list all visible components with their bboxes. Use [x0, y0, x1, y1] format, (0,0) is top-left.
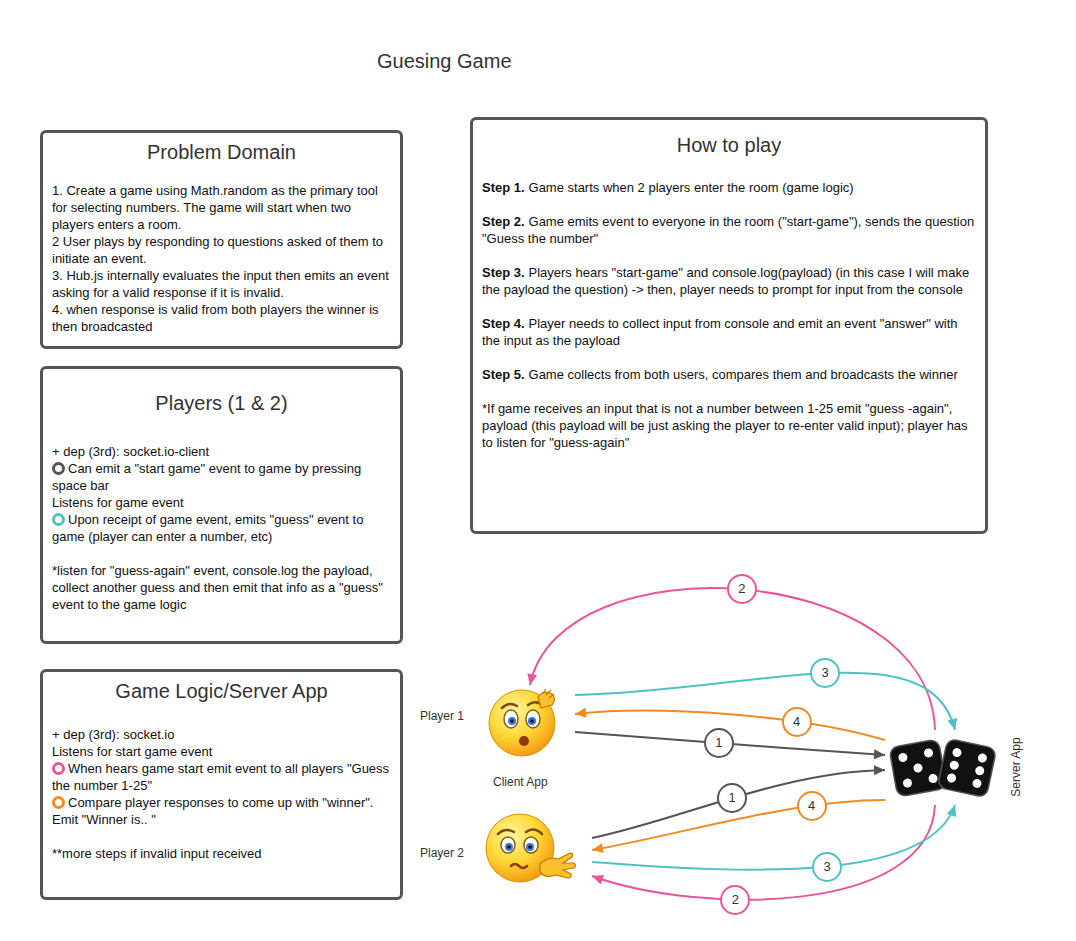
box-heading: How to play — [677, 134, 782, 156]
text-paragraph: 4. when response is valid from both play… — [52, 301, 391, 335]
text-box: Problem Domain 1. Create a game using Mat… — [40, 130, 403, 349]
step-label: Step 3. — [482, 265, 525, 280]
player-label: Player 1 — [420, 709, 464, 723]
body-text: 2 User plays by responding to questions … — [52, 234, 383, 266]
body-text: Compare player responses to come up with… — [52, 795, 373, 827]
step-label: Step 1. — [482, 180, 525, 195]
text-paragraph: + dep (3rd): socket.io-client — [52, 443, 391, 460]
connector — [592, 770, 885, 838]
text-paragraph: When hears game start emit event to all … — [52, 760, 391, 794]
body-text: When hears game start emit event to all … — [52, 761, 389, 793]
free-label: Client App — [493, 775, 548, 789]
text-paragraph: Step 2.Game emits event to everyone in t… — [482, 213, 976, 247]
callout-number: 2 — [720, 885, 750, 915]
arrowhead — [874, 765, 885, 775]
body-text: + dep (3rd): socket.io — [52, 727, 174, 742]
body-text: Upon receipt of game event, emits "guess… — [52, 512, 363, 544]
box-heading-row: Problem Domain — [52, 141, 391, 164]
text-box: Game Logic/Server App + dep (3rd): socket… — [40, 669, 403, 900]
callout-number: 2 — [727, 574, 757, 604]
text-paragraph: Step 5. Game collects from both users, co… — [482, 366, 976, 383]
body-text: Game collects from both users, compares … — [529, 367, 958, 382]
body-text: Can emit a "start game" event to game by… — [52, 461, 361, 493]
text-paragraph: + dep (3rd): socket.io — [52, 726, 391, 743]
player-emoji — [484, 810, 584, 885]
text-paragraph: *If game receives an input that is not a… — [482, 400, 976, 451]
text-paragraph: Step 3.Players hears "start-game" and co… — [482, 264, 976, 298]
box-heading-row: Game Logic/Server App — [52, 680, 391, 703]
server-node: Server App — [885, 730, 1030, 805]
text-box: How to playStep 1. Game starts when 2 pla… — [470, 117, 988, 534]
text-paragraph: Can emit a "start game" event to game by… — [52, 460, 391, 494]
body-text: 3. Hub.js internally evaluates the input… — [52, 268, 389, 300]
bullet-ring — [52, 513, 65, 526]
bullet-ring — [52, 462, 65, 475]
arrowhead — [947, 805, 956, 817]
body-text: 1. Create a game using Math.random as th… — [52, 183, 378, 232]
callout-number: 3 — [812, 852, 842, 882]
callout-number: 3 — [810, 658, 840, 688]
player-label: Player 2 — [420, 846, 464, 860]
body-text: + dep (3rd): socket.io-client — [52, 444, 209, 459]
callout-number: 1 — [717, 783, 747, 813]
connector — [575, 673, 955, 730]
arrowhead — [874, 749, 885, 759]
text-paragraph: 1. Create a game using Math.random as th… — [52, 182, 391, 233]
arrowhead — [575, 708, 586, 718]
bullet-ring — [52, 796, 65, 809]
text-box: Players (1 & 2) + dep (3rd): socket.io-cl… — [40, 366, 403, 644]
arrowhead — [592, 843, 604, 853]
body-text: **more steps if invalid input received — [52, 846, 262, 861]
arrowhead — [527, 673, 537, 685]
text-paragraph: Step 4.Player needs to collect input fro… — [482, 315, 976, 349]
text-paragraph: Upon receipt of game event, emits "guess… — [52, 511, 391, 545]
body-text: 4. when response is valid from both play… — [52, 302, 379, 334]
arrowhead — [947, 718, 957, 730]
text-paragraph: Listens for start game event — [52, 743, 391, 760]
callout-number: 4 — [797, 791, 827, 821]
dice-icon — [885, 730, 1000, 805]
body-text: Game emits event to everyone in the room… — [482, 214, 974, 246]
text-paragraph: Compare player responses to come up with… — [52, 794, 391, 828]
box-heading-row: Players (1 & 2) — [52, 392, 391, 415]
body-text: *If game receives an input that is not a… — [482, 401, 968, 450]
player-node: Player 1 — [418, 685, 575, 760]
step-label: Step 5. — [482, 367, 525, 382]
text-paragraph: 3. Hub.js internally evaluates the input… — [52, 267, 391, 301]
connector — [592, 805, 955, 870]
box-heading: Players (1 & 2) — [155, 392, 287, 414]
callout-number: 4 — [782, 707, 812, 737]
text-paragraph: 2 User plays by responding to questions … — [52, 233, 391, 267]
body-text: Player needs to collect input from conso… — [482, 316, 958, 348]
player-emoji — [484, 685, 564, 760]
text-paragraph: **more steps if invalid input received — [52, 845, 391, 862]
box-heading: Problem Domain — [147, 141, 296, 163]
player-node: Player 2 — [418, 810, 592, 885]
bullet-ring — [52, 762, 65, 775]
text-paragraph: Listens for game event — [52, 494, 391, 511]
arrowhead — [592, 875, 604, 884]
connector — [592, 805, 935, 900]
server-label: Server App — [1008, 737, 1022, 796]
step-label: Step 2. — [482, 214, 525, 229]
box-heading-row: How to play — [482, 134, 976, 157]
diagram-title: Guesing Game — [377, 50, 512, 73]
step-label: Step 4. — [482, 316, 525, 331]
box-heading: Game Logic/Server App — [115, 680, 327, 702]
text-paragraph: Step 1. Game starts when 2 players enter … — [482, 179, 976, 196]
callout-number: 1 — [704, 728, 734, 758]
connector — [530, 588, 935, 730]
body-text: Listens for game event — [52, 495, 184, 510]
body-text: Game starts when 2 players enter the roo… — [529, 180, 854, 195]
text-paragraph: *listen for "guess-again" event, console… — [52, 562, 391, 613]
body-text: *listen for "guess-again" event, console… — [52, 563, 383, 612]
body-text: Players hears "start-game" and console.l… — [482, 265, 969, 297]
body-text: Listens for start game event — [52, 744, 212, 759]
